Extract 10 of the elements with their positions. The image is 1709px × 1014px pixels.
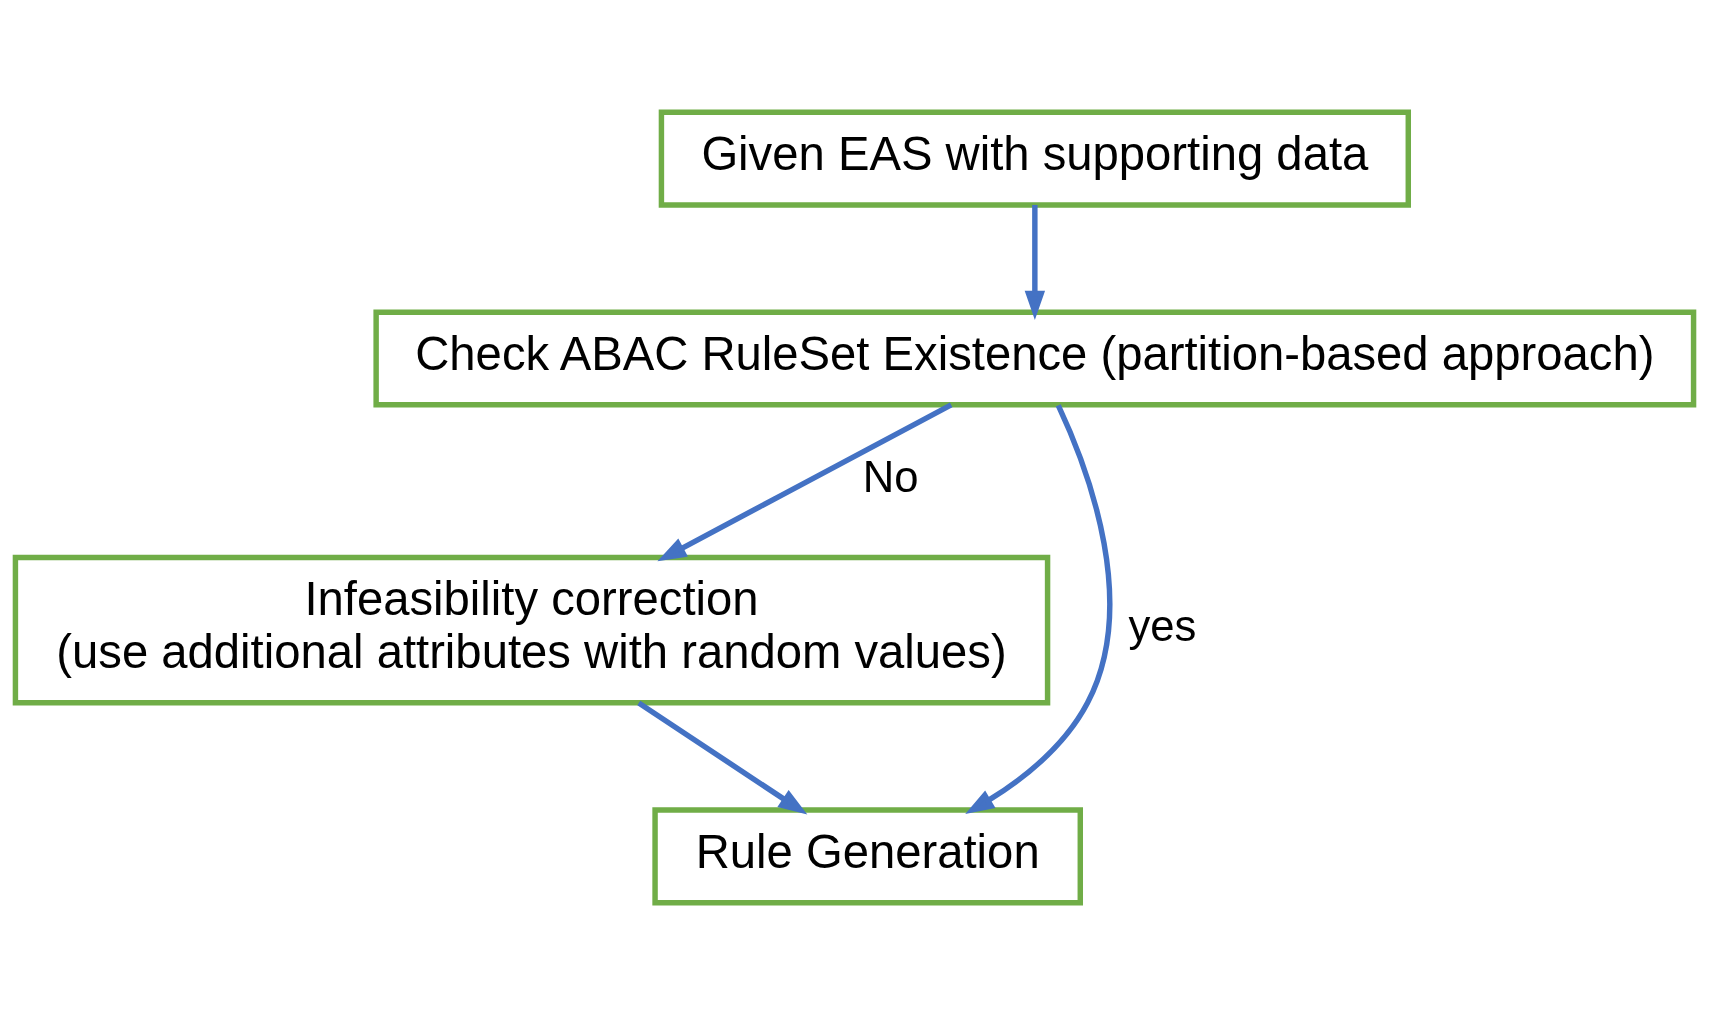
- arrow: [965, 403, 1113, 814]
- arrow: [1024, 204, 1046, 320]
- node-box: Check ABAC RuleSet Existence (partition-based approach): [373, 308, 1697, 408]
- arrow: [637, 700, 808, 815]
- edge-label: No: [862, 452, 919, 501]
- arrow: [657, 401, 953, 561]
- node-box: Infeasibility correction (use additional attributes with random values): [12, 554, 1051, 706]
- node-box: Rule Generation: [652, 806, 1083, 905]
- node-box: Given EAS with supporting data: [658, 109, 1411, 208]
- edge-label: yes: [1128, 601, 1197, 650]
